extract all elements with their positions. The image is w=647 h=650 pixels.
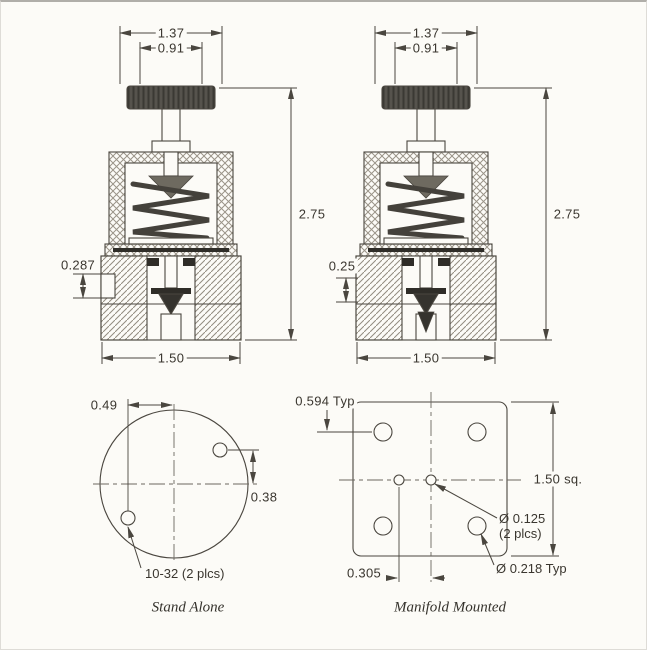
dim-port-height-manifold: 0.25 bbox=[326, 258, 358, 274]
dim-square-size: 1.50 sq. bbox=[531, 471, 585, 487]
dim-knob-width-standalone: 1.37 bbox=[155, 25, 187, 41]
thread-leader bbox=[127, 526, 142, 569]
dim-overall-height-manifold: 2.75 bbox=[551, 206, 583, 222]
dim-base-width-standalone: 1.50 bbox=[155, 350, 187, 366]
dim-base-width-manifold: 1.50 bbox=[410, 350, 442, 366]
corner-hole-leader bbox=[480, 533, 495, 566]
mounting-hole bbox=[373, 422, 393, 442]
bottom-view-manifold bbox=[317, 392, 559, 582]
side-port bbox=[100, 273, 116, 299]
callout-corner-hole: Ø 0.218 Typ bbox=[496, 561, 567, 576]
mounting-hole bbox=[467, 516, 487, 536]
section-view-manifold bbox=[356, 86, 496, 340]
mounting-hole bbox=[373, 516, 393, 536]
dim-inner-width-manifold: 0.91 bbox=[410, 40, 442, 56]
dim-knob-width-manifold: 1.37 bbox=[410, 25, 442, 41]
standalone-section bbox=[101, 86, 241, 340]
callout-center-hole: Ø 0.125 (2 plcs) bbox=[499, 511, 545, 541]
dim-hole-spacing: 0.305 bbox=[344, 565, 384, 581]
dim-inner-width-standalone: 0.91 bbox=[155, 40, 187, 56]
bottom-view-standalone bbox=[93, 399, 259, 569]
mounting-hole bbox=[467, 422, 487, 442]
callout-thread: 10-32 (2 plcs) bbox=[145, 566, 225, 581]
manifold-section bbox=[356, 86, 496, 340]
center-hole-leader bbox=[434, 483, 498, 519]
dim-overall-height-standalone: 2.75 bbox=[296, 206, 328, 222]
tapped-hole bbox=[212, 442, 228, 458]
dim-hole-offset-x: 0.49 bbox=[88, 397, 120, 413]
dim-hole-offset-y: 0.38 bbox=[248, 489, 280, 505]
callout-center-hole-qty: (2 plcs) bbox=[499, 526, 542, 541]
center-hole bbox=[425, 474, 437, 486]
tapped-hole bbox=[120, 510, 136, 526]
manifold-nozzle bbox=[417, 311, 435, 334]
callout-center-hole-dia: Ø 0.125 bbox=[499, 511, 546, 526]
section-view-standalone bbox=[101, 86, 241, 340]
center-hole bbox=[393, 474, 405, 486]
caption-stand-alone: Stand Alone bbox=[151, 599, 225, 616]
dim-port-height-standalone: 0.287 bbox=[58, 257, 98, 273]
caption-manifold-mounted: Manifold Mounted bbox=[393, 599, 507, 616]
dim-edge-offset: 0.594 Typ bbox=[293, 393, 357, 409]
